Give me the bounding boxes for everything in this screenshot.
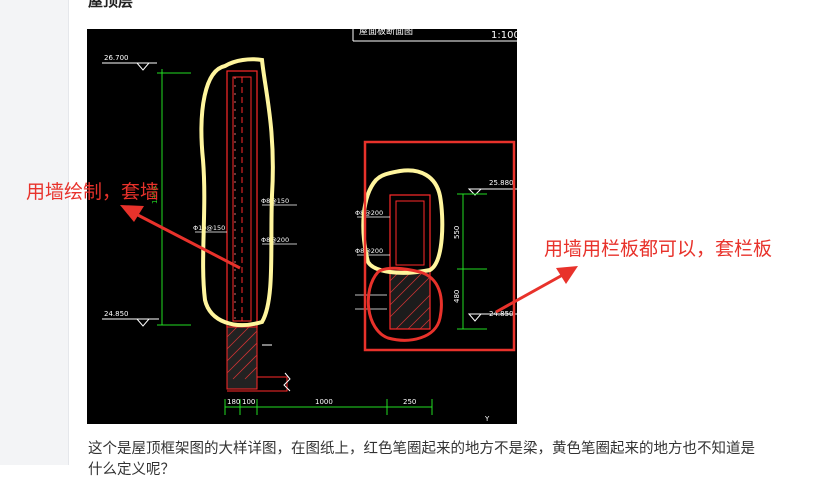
left-rebar-1: Φ8@150 [261,197,289,205]
bottom-dim-2: 100 [242,398,255,406]
right-section-detail: 25.880 24.850 550 480 Φ8@200 Φ8@200 [355,179,517,330]
left-elev-bottom: 24.850 [104,310,129,318]
annotation-right: 用墙用栏板都可以，套栏板 [544,238,773,260]
drawing-corner-text: Y [484,415,490,423]
right-elev-bottom: 24.850 [489,310,514,318]
left-rebar-3: Φ10@150 [193,224,225,232]
drawing-header-text: 屋面板断面图 [359,29,413,37]
drawing-header: 屋面板断面图 1:100 [352,29,517,42]
cad-drawing-image: 屋面板断面图 1:100 26.700 24.850 1850 [87,29,517,424]
bottom-dim-3: 1000 [315,398,333,406]
bottom-dim-1: 180 [227,398,240,406]
left-rebar-2: Φ8@200 [261,236,289,244]
right-rebar-1: Φ8@200 [355,209,383,217]
annotation-left: 用墙绘制，套墙 [26,181,160,203]
right-dim-1: 550 [453,226,461,239]
left-vertical-dim: 1850 [151,186,159,204]
bottom-dim-4: 250 [403,398,416,406]
arrow-right-head [556,266,578,284]
caption-line-1: 这个是屋顶框架图的大样详图，在图纸上，红色笔圈起来的地方不是梁，黄色笔圈起来的地… [88,441,755,457]
caption-line-2: 什么定义呢？ [88,462,175,478]
right-elev-top: 25.880 [489,179,514,187]
section-heading: 屋顶层 [88,0,134,10]
left-section-detail: 26.700 24.850 1850 Φ8@150 [102,54,490,423]
right-dim-2: 480 [453,290,461,303]
gutter-divider [68,0,69,465]
right-rebar-2: Φ8@200 [355,247,383,255]
left-elev-top: 26.700 [104,54,129,62]
left-gutter [0,0,68,465]
drawing-scale-text: 1:100 [491,30,517,41]
